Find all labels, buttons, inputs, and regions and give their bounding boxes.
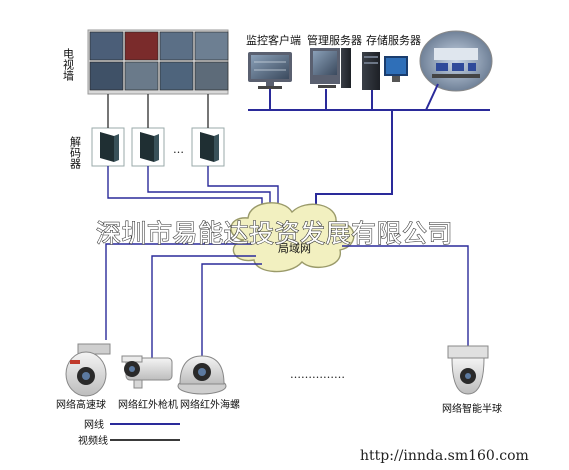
ir-bullet-camera — [121, 355, 173, 389]
lan-cloud — [230, 202, 355, 273]
ir-dome-label: 网络红外海螺 — [180, 398, 240, 411]
decoder-label: 解码器 — [69, 135, 82, 170]
video-wall-screen — [194, 31, 229, 61]
video-wall-screen — [89, 31, 124, 61]
video-wall-screens — [89, 31, 229, 91]
video-wall-screen — [159, 31, 194, 61]
ir-bullet-label: 网络红外枪机 — [118, 398, 178, 411]
smart-hemisphere-label: 网络智能半球 — [442, 402, 502, 415]
legend: 网线 视频线 — [78, 418, 180, 447]
lan-cloud-label: 局域网 — [278, 242, 311, 255]
storage-server — [362, 52, 408, 90]
monitor-client — [248, 52, 292, 89]
legend-video-label: 视频线 — [78, 434, 108, 447]
wall-to-decoder-links — [107, 94, 209, 128]
video-wall-screen — [159, 61, 194, 91]
smart-hemisphere-camera — [447, 345, 489, 395]
speed-dome-label: 网络高速球 — [56, 398, 106, 411]
network-backbone — [248, 83, 490, 214]
ir-dome-camera — [177, 355, 227, 395]
company-watermark: 深圳市易能达投资发展有限公司 — [96, 219, 453, 248]
management-server — [310, 48, 351, 88]
decoder-group — [91, 127, 225, 167]
cloud-to-camera-links — [105, 243, 469, 360]
speed-dome-camera — [65, 343, 111, 397]
video-wall-label: 电视墙 — [62, 48, 75, 82]
video-wall-screen — [124, 31, 159, 61]
camera-ellipsis: …………… — [290, 368, 345, 381]
decoder-device — [131, 127, 165, 167]
monitor-client-label: 监控客户端 — [246, 33, 301, 47]
video-wall-screen — [89, 61, 124, 91]
video-wall — [87, 29, 229, 95]
storage-server-label: 存储服务器 — [366, 33, 421, 47]
video-wall-screen — [194, 61, 229, 91]
decoder-ellipsis: … — [173, 143, 184, 156]
management-server-label: 管理服务器 — [307, 33, 362, 47]
footer-url: http://innda.sm160.com — [360, 448, 529, 464]
video-wall-screen — [124, 61, 159, 91]
legend-network-label: 网线 — [84, 418, 104, 431]
monitoring-room-photo — [419, 30, 493, 92]
decoder-device — [91, 127, 125, 167]
decoder-device — [191, 127, 225, 167]
